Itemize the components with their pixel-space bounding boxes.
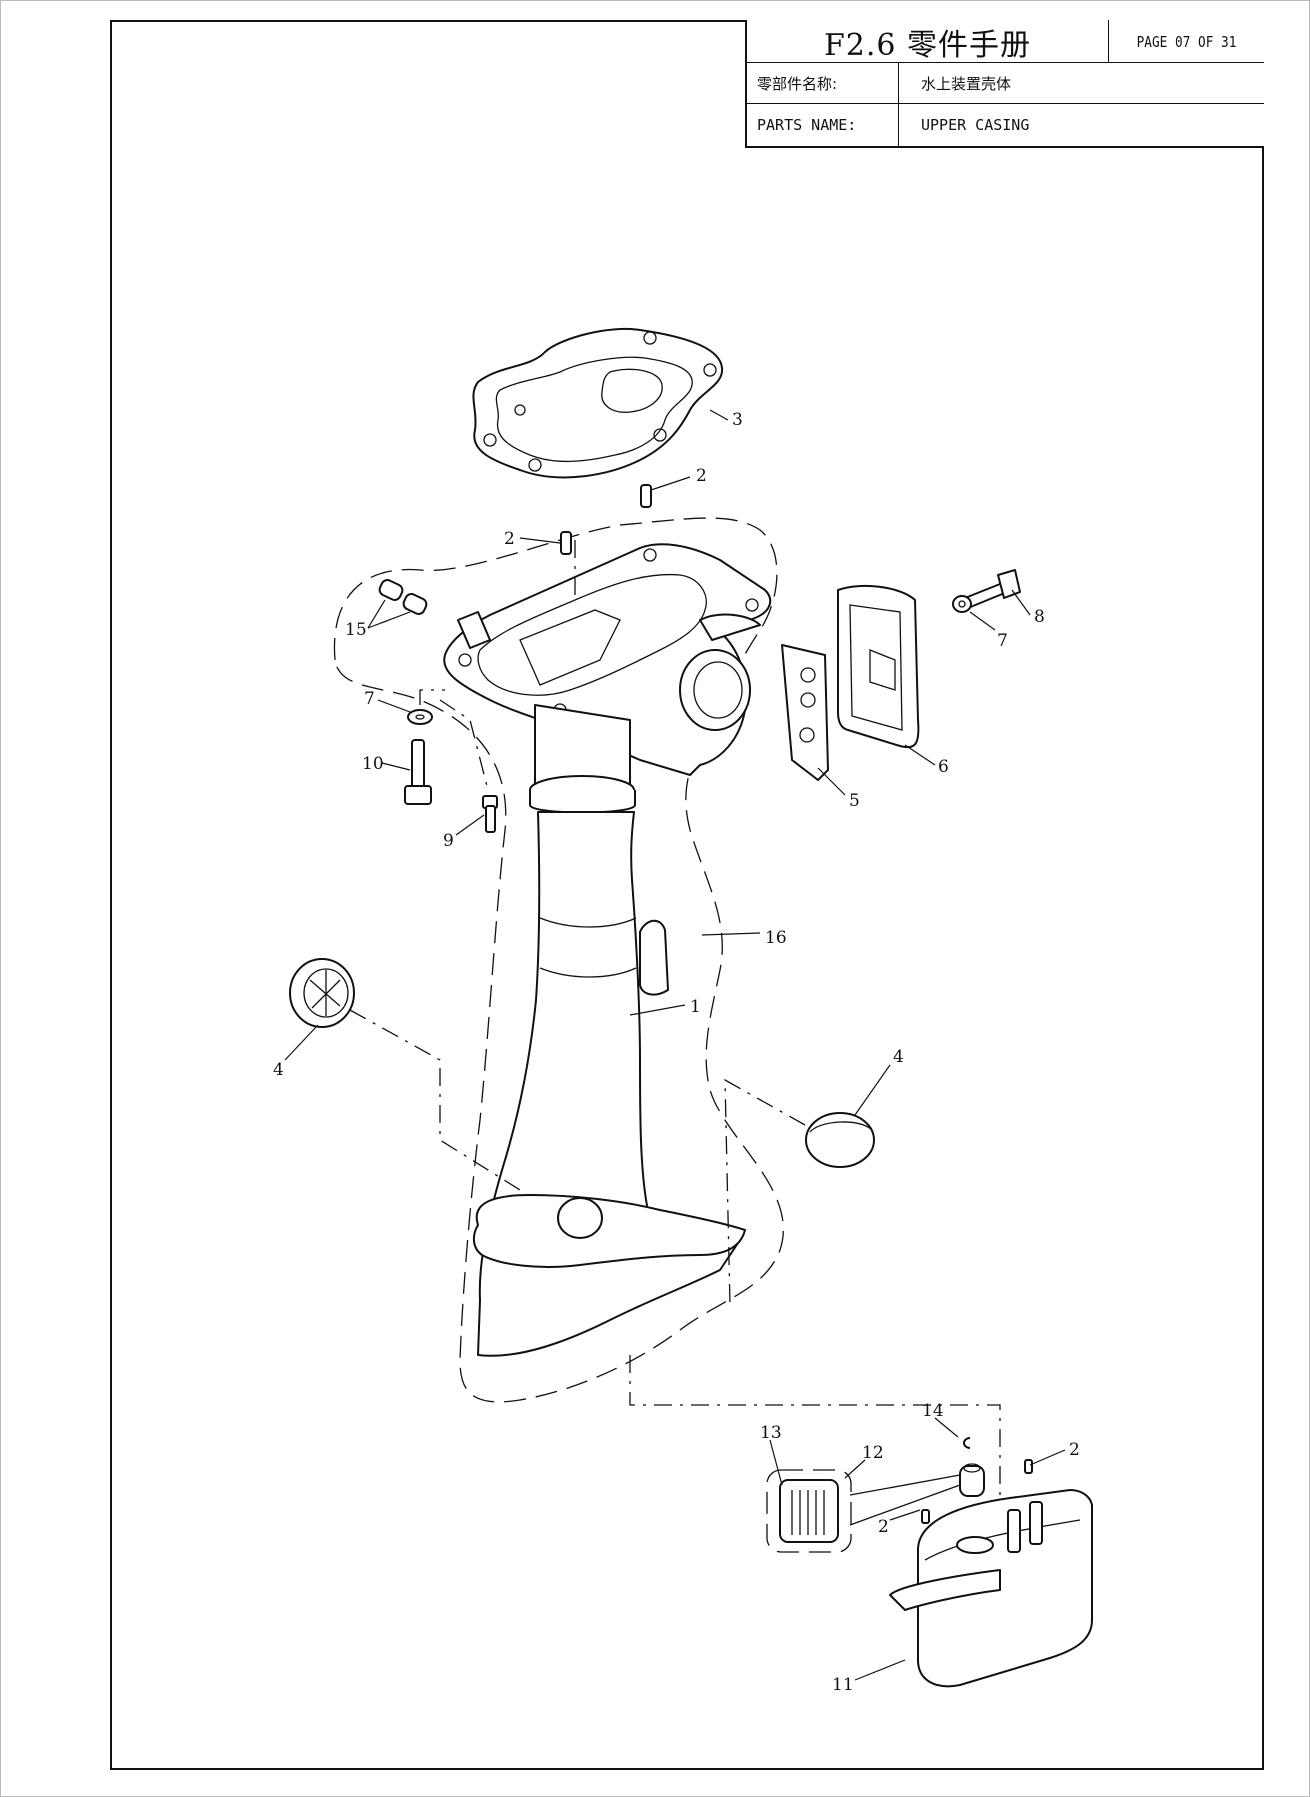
leader-2b — [519, 537, 561, 544]
callout-15: 15 — [345, 620, 367, 640]
name-row-cn: 零部件名称: 水上装置壳体 — [747, 63, 1264, 104]
callout-11: 11 — [832, 1675, 854, 1695]
callout-4-right: 4 — [893, 1047, 904, 1067]
bolt-8 — [964, 569, 1021, 609]
callout-6: 6 — [938, 757, 949, 777]
drawing-frame — [110, 20, 1264, 1770]
leader-5 — [817, 767, 846, 796]
lower-cover-11 — [889, 1489, 1093, 1688]
leader-4b — [854, 1064, 891, 1116]
alignment-line-grommet — [349, 1009, 521, 1191]
callout-7-right: 7 — [997, 631, 1008, 651]
part-name-value-en: UPPER CASING — [921, 116, 1030, 134]
leader-16 — [701, 932, 761, 936]
leader-6 — [904, 744, 936, 766]
callout-9: 9 — [443, 831, 454, 851]
callout-5: 5 — [849, 791, 860, 811]
callout-14: 14 — [922, 1401, 944, 1421]
washer-7-left — [407, 709, 433, 725]
title-row: F2.6 零件手册 PAGE 07 OF 31 — [747, 20, 1264, 63]
alignment-line-washer — [419, 689, 489, 791]
callout-2-lower-right: 2 — [1069, 1440, 1080, 1460]
bolt-10 — [404, 739, 432, 805]
manual-title: F2.6 零件手册 — [747, 20, 1109, 63]
callout-12: 12 — [862, 1443, 884, 1463]
detail-13-inset — [766, 1469, 961, 1553]
name-row-en: PARTS NAME: UPPER CASING — [747, 104, 1264, 146]
collar-15 — [378, 579, 428, 615]
title-block: F2.6 零件手册 PAGE 07 OF 31 零部件名称: 水上装置壳体 PA… — [745, 20, 1264, 148]
leader-4a — [284, 1024, 319, 1061]
callout-7-left: 7 — [364, 689, 375, 709]
leader-13 — [769, 1439, 783, 1486]
callout-2-upper: 2 — [696, 466, 707, 486]
dowel-pin-2-lower-right — [1024, 1459, 1033, 1474]
leader-7b — [969, 611, 996, 631]
upper-casing-1 — [443, 543, 772, 1357]
part-name-label-cn: 零部件名称: — [747, 63, 899, 103]
assembly-boundary-outline — [333, 517, 784, 1403]
leader-1 — [629, 1004, 686, 1016]
grommet-4-left — [289, 958, 355, 1028]
gasket-3 — [472, 327, 724, 479]
alignment-line-cap — [724, 1078, 806, 1306]
leader-9 — [455, 814, 485, 836]
callout-3: 3 — [732, 410, 743, 430]
leader-10 — [381, 762, 411, 771]
washer-7-right — [952, 595, 972, 613]
dowel-pin-2-lower-left — [921, 1509, 930, 1524]
callout-2-left: 2 — [504, 529, 515, 549]
part-name-label-en: PARTS NAME: — [747, 104, 899, 146]
plate-5 — [781, 644, 829, 781]
leader-7a — [377, 699, 411, 713]
bushing-12 — [959, 1463, 985, 1497]
leader-12 — [844, 1459, 866, 1479]
leader-3 — [709, 409, 729, 421]
callout-4-left: 4 — [273, 1060, 284, 1080]
callout-10: 10 — [362, 754, 384, 774]
leader-15 — [367, 599, 411, 629]
part-name-value-cn: 水上装置壳体 — [921, 74, 1012, 93]
callout-1: 1 — [690, 997, 701, 1017]
callout-2-lower-left: 2 — [878, 1517, 889, 1537]
leader-2d — [889, 1509, 921, 1521]
leader-2c — [1029, 1449, 1066, 1466]
dowel-pin-2-left — [560, 531, 572, 555]
callout-13: 13 — [760, 1423, 782, 1443]
leader-14 — [934, 1417, 959, 1438]
alignment-line-lower — [629, 1355, 1001, 1500]
leader-8 — [1011, 589, 1031, 616]
cap-4-right — [805, 1112, 875, 1168]
dowel-pin-2-upper — [640, 484, 652, 508]
bracket-6 — [837, 584, 920, 749]
plug-9 — [482, 795, 498, 833]
page-number: PAGE 07 OF 31 — [1136, 32, 1237, 51]
leader-2a — [650, 476, 691, 491]
callout-16: 16 — [765, 928, 787, 948]
clip-14 — [963, 1437, 971, 1449]
leader-11 — [854, 1659, 906, 1681]
callout-8: 8 — [1034, 607, 1045, 627]
